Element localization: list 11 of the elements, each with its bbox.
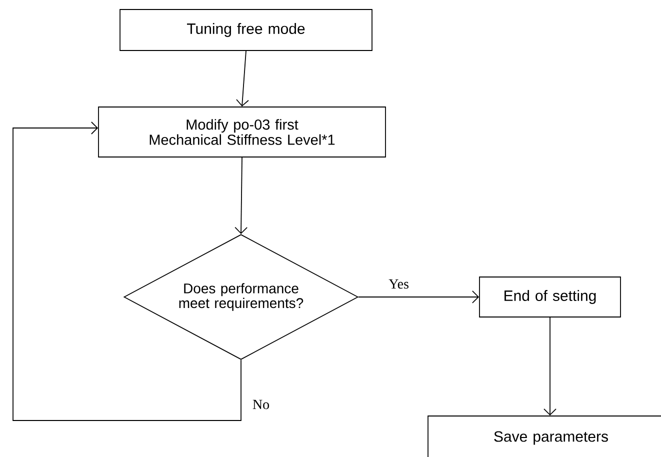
edge-label: No bbox=[251, 398, 271, 410]
process-box: End of setting bbox=[479, 276, 621, 318]
arrow bbox=[544, 317, 556, 416]
edge-label: Yes bbox=[388, 278, 410, 290]
process-box: Modify po-03 first Mechanical Stiffness Level*1 bbox=[98, 106, 386, 158]
arrow bbox=[234, 157, 248, 234]
arrow bbox=[358, 290, 480, 304]
arrow bbox=[236, 50, 249, 107]
arrow bbox=[12, 122, 242, 421]
process-box: Save parameters bbox=[428, 416, 661, 457]
process-box: Tuning free mode bbox=[120, 9, 372, 51]
